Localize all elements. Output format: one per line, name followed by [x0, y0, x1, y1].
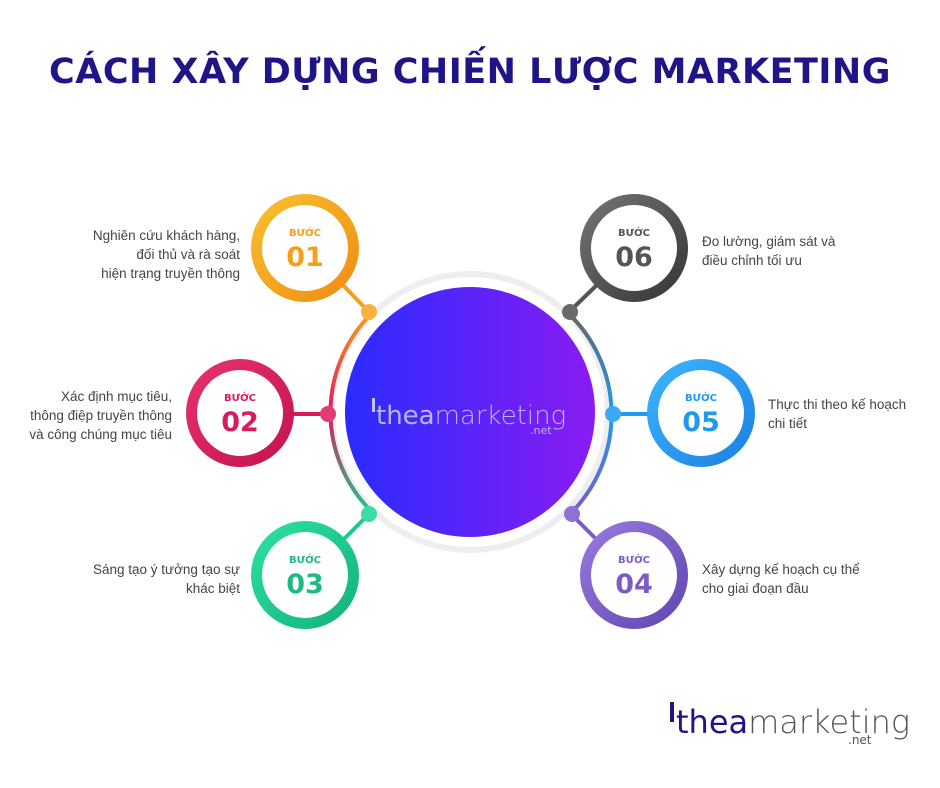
step-02-label: BƯỚC — [224, 391, 256, 404]
step-05-label: BƯỚC — [685, 391, 717, 404]
step-04-label: BƯỚC — [618, 553, 650, 566]
svg-text:theamarketing: theamarketing — [676, 703, 910, 741]
step-01-number: 01 — [286, 242, 324, 273]
step-06: BƯỚC 06 — [580, 194, 688, 302]
step-02-desc: Xác định mục tiêu,thông điệp truyền thôn… — [29, 389, 172, 442]
footer-logo: theamarketing .net — [670, 702, 910, 747]
step-05: BƯỚC 05 — [647, 359, 755, 467]
connector-dot-6 — [562, 304, 578, 320]
step-01-label: BƯỚC — [289, 226, 321, 239]
connector-dot-5 — [605, 406, 621, 422]
step-02: BƯỚC 02 — [186, 359, 294, 467]
page-title: CÁCH XÂY DỰNG CHIẾN LƯỢC MARKETING — [49, 52, 891, 92]
step-03: BƯỚC 03 — [251, 521, 359, 629]
step-02-number: 02 — [221, 407, 259, 438]
step-06-number: 06 — [615, 242, 653, 273]
step-01-desc: Nghiên cứu khách hàng,đối thủ và rà soát… — [92, 228, 240, 281]
step-03-label: BƯỚC — [289, 553, 321, 566]
step-01: BƯỚC 01 — [251, 194, 359, 302]
center-logo: theamarketing .net — [372, 398, 566, 437]
connector-dot-2 — [320, 406, 336, 422]
step-05-number: 05 — [682, 407, 720, 438]
connector-dot-1 — [361, 304, 377, 320]
step-03-number: 03 — [286, 569, 324, 600]
svg-text:.net: .net — [848, 733, 872, 747]
step-06-label: BƯỚC — [618, 226, 650, 239]
center-circle — [345, 287, 595, 537]
svg-text:.net: .net — [530, 424, 552, 437]
connector-dot-4 — [564, 506, 580, 522]
step-04: BƯỚC 04 — [580, 521, 688, 629]
connector-dot-3 — [361, 506, 377, 522]
step-04-number: 04 — [615, 569, 653, 600]
svg-text:theamarketing: theamarketing — [376, 401, 566, 431]
